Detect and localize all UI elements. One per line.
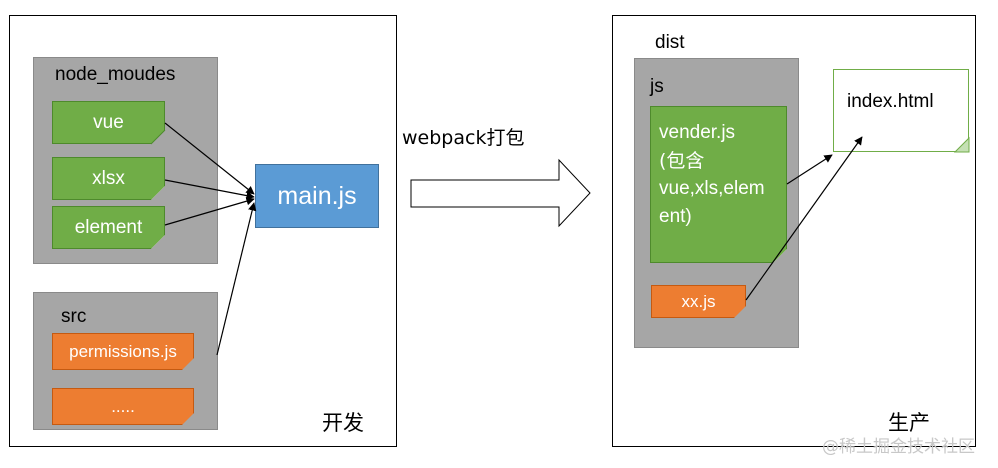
arrow-xxjs-to-index bbox=[745, 136, 863, 301]
element-file: element bbox=[52, 206, 165, 249]
arrow-element-to-main bbox=[164, 197, 255, 226]
vue-file-label: vue bbox=[93, 111, 124, 133]
main-js-entry: main.js bbox=[255, 164, 379, 228]
arrow-vue-to-main bbox=[164, 122, 255, 195]
vendor-line-2: (包含 bbox=[659, 150, 705, 172]
index-html-label: index.html bbox=[847, 91, 934, 112]
node-modules-title: node_moudes bbox=[55, 64, 176, 85]
ellipsis-file: ..... bbox=[52, 388, 194, 425]
dev-area-label: 开发 bbox=[322, 411, 364, 435]
arrow-xlsx-to-main bbox=[164, 179, 255, 200]
permissions-file: permissions.js bbox=[52, 333, 194, 370]
element-file-label: element bbox=[74, 216, 143, 238]
src-title: src bbox=[61, 306, 87, 327]
xlsx-file-label: xlsx bbox=[92, 167, 125, 189]
ellipsis-file-label: ..... bbox=[111, 396, 135, 416]
arrow-vendor-to-index bbox=[786, 154, 833, 185]
webpack-block-arrow bbox=[410, 158, 591, 228]
watermark: @稀土掘金技术社区 bbox=[822, 437, 975, 457]
vendor-line-1: vender.js bbox=[659, 122, 736, 143]
xlsx-file: xlsx bbox=[52, 157, 165, 200]
fold-corners bbox=[150, 129, 970, 425]
permissions-file-label: permissions.js bbox=[69, 341, 177, 361]
xx-js-label: xx.js bbox=[681, 291, 716, 311]
webpack-build-label: webpack打包 bbox=[402, 127, 525, 149]
vendor-line-3: vue,xls,elem bbox=[659, 178, 765, 199]
vendor-line-4: ent) bbox=[659, 206, 692, 227]
vendor-js-file: vender.js (包含 vue,xls,elem ent) bbox=[650, 106, 787, 263]
prod-area-label: 生产 bbox=[888, 411, 930, 435]
main-js-label: main.js bbox=[277, 181, 357, 210]
vue-file: vue bbox=[52, 101, 165, 144]
js-folder-title: js bbox=[650, 76, 664, 97]
xx-js-file: xx.js bbox=[651, 285, 746, 318]
arrow-permissions-to-main bbox=[216, 202, 257, 356]
dist-title: dist bbox=[655, 32, 685, 53]
